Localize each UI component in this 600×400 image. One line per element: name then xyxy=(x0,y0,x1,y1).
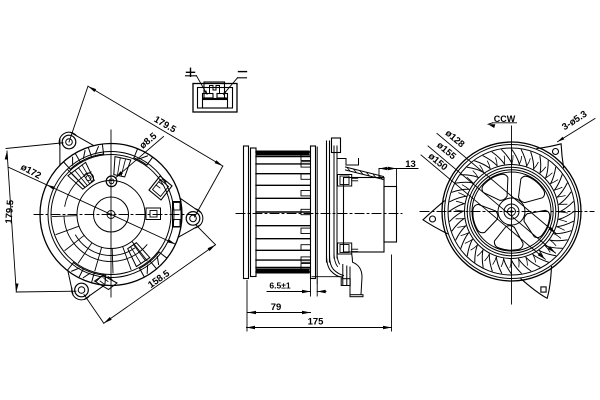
svg-text:79: 79 xyxy=(271,302,282,313)
svg-text:13: 13 xyxy=(405,159,416,170)
svg-text:CCW: CCW xyxy=(494,114,516,124)
svg-text:179.5: 179.5 xyxy=(4,199,17,224)
svg-text:175: 175 xyxy=(308,317,325,328)
svg-text:6.5±1: 6.5±1 xyxy=(269,281,290,291)
